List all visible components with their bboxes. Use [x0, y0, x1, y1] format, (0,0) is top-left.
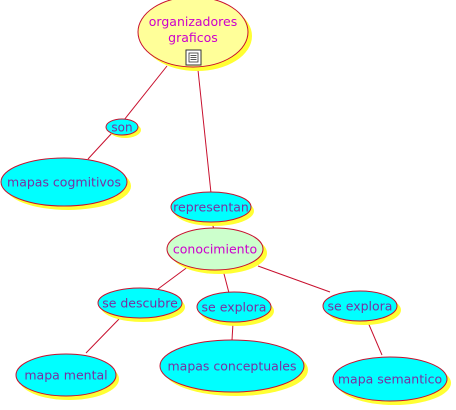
- node-label: mapas conceptuales: [167, 359, 296, 374]
- node-label: se explora: [202, 300, 267, 315]
- edge-se-descubre-mapa-mental: [85, 317, 121, 354]
- node-label: mapa semantico: [338, 372, 442, 387]
- node-mapas-cogmitivos[interactable]: mapas cogmitivos: [0, 157, 131, 210]
- node-label: mapa mental: [24, 368, 107, 383]
- edge-root-son: [123, 65, 168, 121]
- node-representan[interactable]: representan: [170, 191, 254, 226]
- node-label: representan: [173, 200, 249, 215]
- node-son[interactable]: son: [105, 118, 141, 138]
- document-icon[interactable]: [185, 49, 202, 66]
- edge-conocimiento-se-descubre: [157, 265, 190, 290]
- node-label: se explora: [328, 299, 393, 314]
- node-label: mapas cogmitivos: [7, 175, 121, 190]
- node-label: conocimiento: [173, 242, 257, 257]
- node-se-descubre[interactable]: se descubre: [97, 287, 185, 322]
- node-mapa-semantico[interactable]: mapa semantico: [332, 356, 451, 405]
- node-label: se descubre: [102, 296, 178, 311]
- edge-son-mapas-cogmitivos: [87, 132, 113, 160]
- node-mapas-conceptuales[interactable]: mapas conceptuales: [159, 339, 308, 396]
- edge-se-explora-2-mapa-semantico: [366, 319, 383, 356]
- node-se-explora-1[interactable]: se explora: [196, 291, 274, 326]
- edge-root-representan: [197, 69, 212, 194]
- node-label: son: [111, 121, 132, 135]
- node-conocimiento[interactable]: conocimiento: [166, 227, 267, 274]
- node-mapa-mental[interactable]: mapa mental: [15, 353, 119, 400]
- edge-conocimiento-se-explora-2: [257, 265, 331, 293]
- node-se-explora-2[interactable]: se explora: [322, 290, 401, 325]
- node-label: organizadores: [149, 14, 237, 29]
- node-organizadores-graficos[interactable]: organizadores graficos: [137, 0, 252, 71]
- node-label: graficos: [168, 30, 218, 45]
